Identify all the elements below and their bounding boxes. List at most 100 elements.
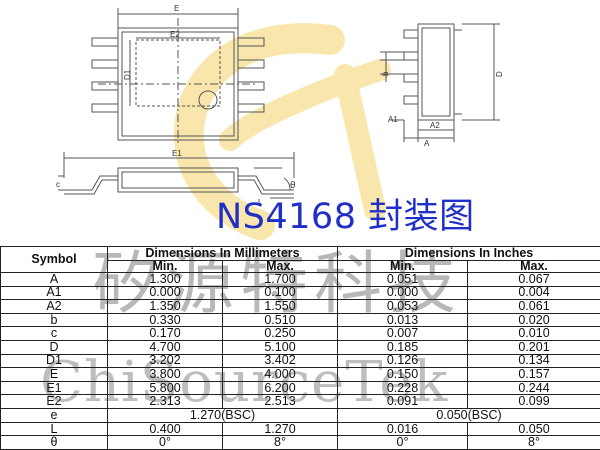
label-theta: θ — [290, 181, 296, 191]
mm-min-cell: 5.800 — [107, 380, 223, 396]
mm-max-cell: 8° — [222, 435, 338, 450]
mm-min-cell: 0° — [107, 435, 223, 450]
in-min-cell: 0° — [337, 435, 468, 450]
table-row: A2 1.350 1.550 0.053 0.061 — [0, 299, 600, 314]
mm-max-cell: 3.402 — [222, 353, 338, 369]
in-min-cell: 0.053 — [337, 299, 468, 314]
mm-max-cell: 0.250 — [222, 326, 338, 342]
mm-min-cell: 0.330 — [107, 312, 223, 328]
table-row: D 4.700 5.100 0.185 0.201 — [0, 340, 600, 355]
in-header: Dimensions In Inches — [336, 246, 600, 261]
symbol-cell: b — [0, 312, 108, 328]
in-max-cell: 0.061 — [466, 299, 600, 314]
in-max-cell: 8° — [466, 435, 600, 450]
mm-max-header: Max. — [222, 260, 338, 273]
label-a1: A1 — [388, 115, 398, 124]
mm-bsc-cell: 1.270(BSC) — [107, 408, 338, 423]
in-max-cell: 0.020 — [466, 312, 600, 328]
label-e1: E1 — [172, 149, 182, 158]
in-max-cell: 0.134 — [466, 353, 600, 369]
in-max-cell: 0.050 — [466, 421, 600, 437]
mm-max-cell: 6.200 — [222, 380, 338, 396]
label-b: b — [381, 71, 390, 76]
side-view — [380, 23, 500, 142]
in-min-cell: 0.126 — [337, 353, 468, 369]
mm-max-cell: 1.550 — [222, 299, 338, 314]
mm-min-cell: 1.300 — [107, 272, 223, 287]
in-min-header: Min. — [337, 260, 468, 273]
symbol-cell: D — [0, 340, 108, 355]
table-row: E1 5.800 6.200 0.228 0.244 — [0, 380, 600, 396]
symbol-cell: E — [0, 367, 108, 382]
in-max-cell: 0.244 — [466, 380, 600, 396]
mm-max-cell: 1.700 — [222, 272, 338, 287]
mm-min-cell: 3.800 — [107, 367, 223, 382]
table-row: θ 0° 8° 0° 8° — [0, 435, 600, 450]
label-d: D — [495, 71, 504, 77]
table-row: c 0.170 0.250 0.007 0.010 — [0, 326, 600, 342]
mm-min-header: Min. — [107, 260, 223, 273]
symbol-cell: e — [0, 408, 108, 423]
table-row: D1 3.202 3.402 0.126 0.134 — [0, 353, 600, 369]
symbol-cell: A2 — [0, 299, 108, 314]
table-row: e 1.270(BSC) 0.050(BSC) — [0, 408, 600, 423]
in-max-header: Max. — [466, 260, 600, 273]
in-max-cell: 0.067 — [466, 272, 600, 287]
label-l: L — [258, 198, 263, 207]
mm-max-cell: 2.513 — [222, 394, 338, 410]
front-view — [58, 152, 295, 199]
label-e: E — [174, 4, 179, 13]
symbol-cell: θ — [0, 435, 108, 450]
mm-header: Dimensions In Millimeters — [107, 246, 338, 261]
mm-min-cell: 2.313 — [107, 394, 223, 410]
label-e2: E2 — [170, 30, 180, 39]
symbol-cell: c — [0, 326, 108, 342]
in-max-cell: 0.010 — [466, 326, 600, 342]
mm-min-cell: 3.202 — [107, 353, 223, 369]
in-min-cell: 0.007 — [337, 326, 468, 342]
in-max-cell: 0.157 — [466, 367, 600, 382]
label-c: c — [56, 180, 60, 189]
mm-min-cell: 0.400 — [107, 421, 223, 437]
in-min-cell: 0.016 — [337, 421, 468, 437]
package-drawing: E E2 D1 b D A1 A2 A — [56, 4, 504, 240]
table-row: E 3.800 4.000 0.150 0.157 — [0, 367, 600, 382]
table-row: E2 2.313 2.513 0.091 0.099 — [0, 394, 600, 410]
mm-max-cell: 5.100 — [222, 340, 338, 355]
symbol-cell: E2 — [0, 394, 108, 410]
table-row: b 0.330 0.510 0.013 0.020 — [0, 312, 600, 328]
table-row: A1 0.000 0.100 0.000 0.004 — [0, 285, 600, 301]
dimension-table: Symbol Dimensions In Millimeters Dimensi… — [0, 246, 600, 450]
package-title: NS4168 封装图 — [216, 197, 475, 237]
in-min-cell: 0.228 — [337, 380, 468, 396]
mm-min-cell: 4.700 — [107, 340, 223, 355]
in-min-cell: 0.091 — [337, 394, 468, 410]
in-min-cell: 0.185 — [337, 340, 468, 355]
table-row: L 0.400 1.270 0.016 0.050 — [0, 421, 600, 437]
mm-max-cell: 1.270 — [222, 421, 338, 437]
in-min-cell: 0.013 — [337, 312, 468, 328]
mm-max-cell: 0.510 — [222, 312, 338, 328]
table-row: A 1.300 1.700 0.051 0.067 — [0, 272, 600, 287]
mm-min-cell: 0.000 — [107, 285, 223, 301]
label-d1: D1 — [123, 69, 132, 80]
mm-min-cell: 1.350 — [107, 299, 223, 314]
in-max-cell: 0.201 — [466, 340, 600, 355]
logo-mark — [173, 23, 391, 240]
in-min-cell: 0.051 — [337, 272, 468, 287]
mm-max-cell: 4.000 — [222, 367, 338, 382]
in-max-cell: 0.099 — [466, 394, 600, 410]
in-min-cell: 0.150 — [337, 367, 468, 382]
symbol-cell: E1 — [0, 380, 108, 396]
symbol-cell: D1 — [0, 353, 108, 369]
symbol-cell: L — [0, 421, 108, 437]
symbol-cell: A1 — [0, 285, 108, 301]
symbol-header: Symbol — [0, 246, 108, 273]
in-bsc-cell: 0.050(BSC) — [336, 408, 600, 423]
top-view — [91, 8, 265, 146]
symbol-cell: A — [0, 272, 108, 287]
label-a2: A2 — [430, 121, 440, 130]
in-min-cell: 0.000 — [337, 285, 468, 301]
label-a: A — [424, 139, 430, 148]
in-max-cell: 0.004 — [466, 285, 600, 301]
